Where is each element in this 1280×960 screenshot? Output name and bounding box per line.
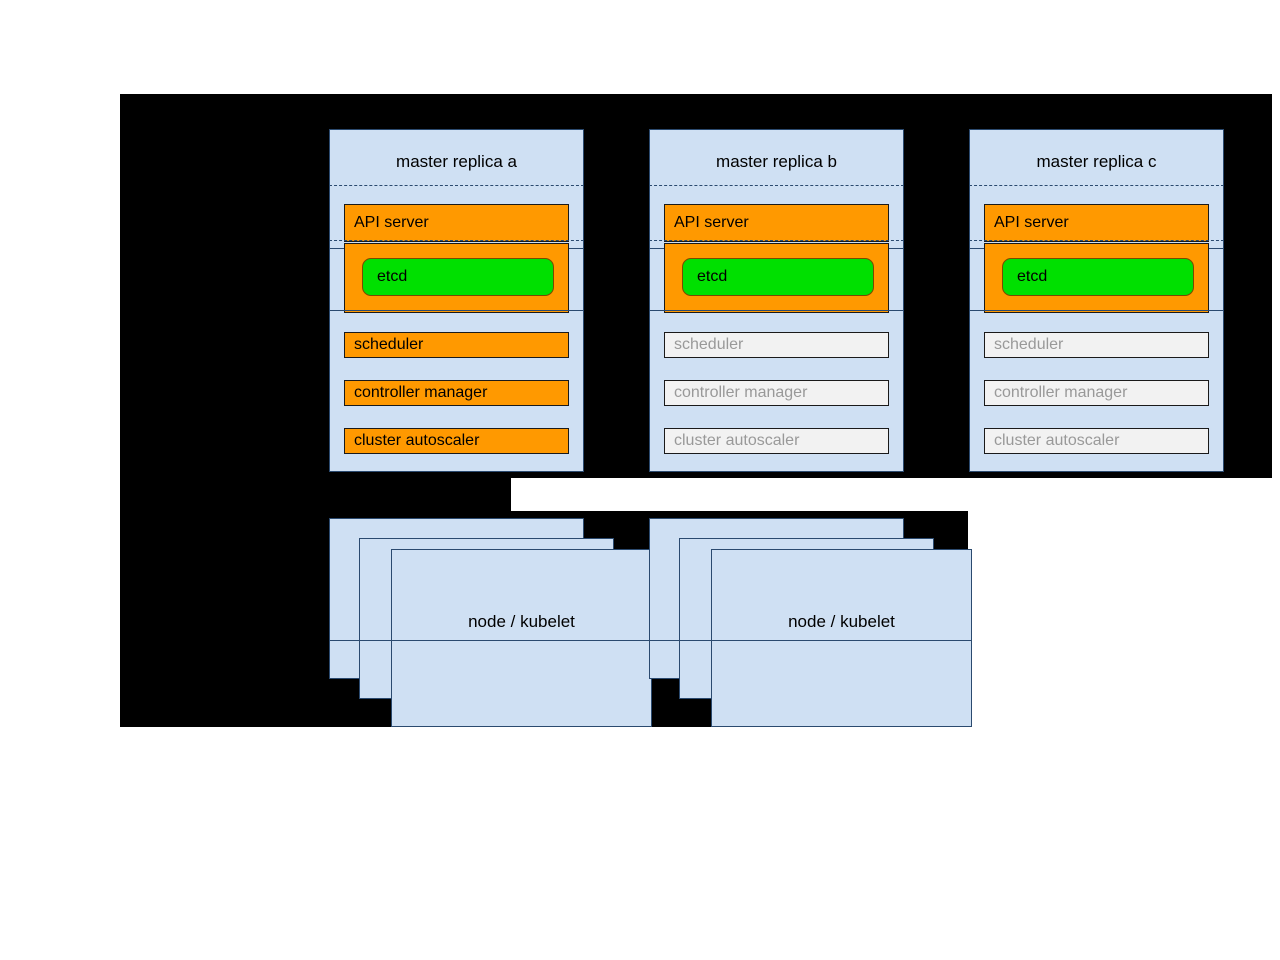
- node-group-1-card-front[interactable]: node / kubelet: [391, 549, 652, 727]
- master-c-cluster-autoscaler[interactable]: cluster autoscaler: [984, 428, 1209, 454]
- master-b-cluster-autoscaler[interactable]: cluster autoscaler: [664, 428, 889, 454]
- master-a-divider-etcd-bottom: [329, 310, 584, 311]
- master-a-controller-manager[interactable]: controller manager: [344, 380, 569, 406]
- backdrop-plate-middle: [120, 478, 511, 511]
- master-a-divider-api: [329, 240, 584, 241]
- master-b-controller-manager[interactable]: controller manager: [664, 380, 889, 406]
- node-group-2-card-front[interactable]: node / kubelet: [711, 549, 972, 727]
- master-replica-b-title: master replica b: [716, 152, 837, 171]
- master-a-divider-title: [329, 185, 584, 186]
- master-a-etcd[interactable]: etcd: [362, 258, 554, 296]
- master-c-controller-manager[interactable]: controller manager: [984, 380, 1209, 406]
- node-group-2-label: node / kubelet: [788, 612, 895, 631]
- master-b-etcd[interactable]: etcd: [682, 258, 874, 296]
- node-group-1-label: node / kubelet: [468, 612, 575, 631]
- master-c-etcd[interactable]: etcd: [1002, 258, 1194, 296]
- master-c-divider-api: [969, 240, 1224, 241]
- master-c-divider-title: [969, 185, 1224, 186]
- master-a-cluster-autoscaler[interactable]: cluster autoscaler: [344, 428, 569, 454]
- master-c-api-server[interactable]: API server: [984, 204, 1209, 242]
- master-a-scheduler[interactable]: scheduler: [344, 332, 569, 358]
- master-c-scheduler[interactable]: scheduler: [984, 332, 1209, 358]
- master-c-divider-etcd-bottom: [969, 310, 1224, 311]
- master-a-api-server[interactable]: API server: [344, 204, 569, 242]
- master-replica-c-title: master replica c: [1036, 152, 1157, 171]
- master-b-divider-etcd-bottom: [649, 310, 904, 311]
- master-b-divider-title: [649, 185, 904, 186]
- master-b-scheduler[interactable]: scheduler: [664, 332, 889, 358]
- node-group-2-divider: [649, 640, 972, 641]
- node-group-1-divider: [329, 640, 652, 641]
- master-b-divider-api: [649, 240, 904, 241]
- master-replica-a-title: master replica a: [396, 152, 517, 171]
- master-b-api-server[interactable]: API server: [664, 204, 889, 242]
